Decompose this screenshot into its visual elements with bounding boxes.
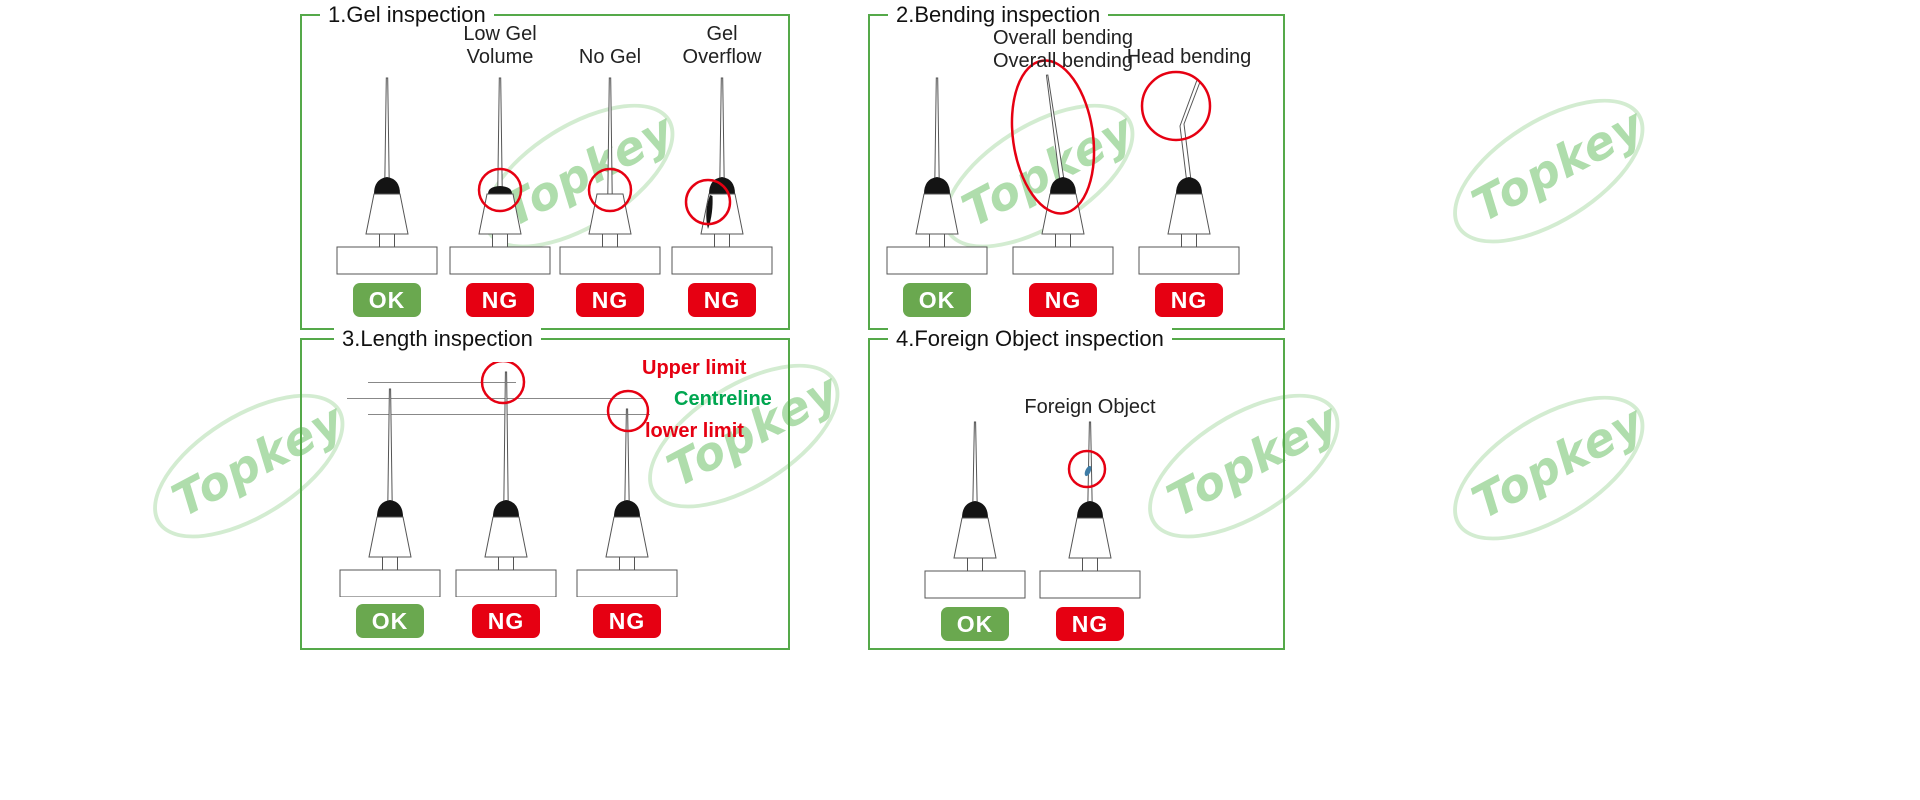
defect-circle bbox=[587, 167, 633, 213]
needle-figure-low-gel: Low Gel Volume NG bbox=[435, 23, 565, 317]
needle-figure-too-short: NG bbox=[562, 362, 692, 638]
needle-diagram bbox=[1138, 70, 1240, 275]
ok-badge: OK bbox=[356, 604, 424, 638]
ok-badge: OK bbox=[353, 283, 421, 317]
defect-circle bbox=[480, 362, 526, 405]
ok-badge: OK bbox=[903, 283, 971, 317]
needle-figure-bending-ok: OK bbox=[872, 68, 1002, 317]
needle-diagram bbox=[336, 77, 438, 275]
needle-diagram bbox=[1010, 59, 1114, 275]
needle-diagram bbox=[449, 77, 551, 275]
needle-diagram bbox=[339, 388, 441, 597]
gel-drip bbox=[706, 195, 713, 229]
needle-diagram bbox=[559, 77, 661, 275]
defect-circle bbox=[684, 178, 732, 226]
brand-watermark: Topkey bbox=[1463, 394, 1653, 529]
lower-limit-line bbox=[368, 414, 650, 415]
fig-label: Head bending bbox=[1126, 45, 1252, 68]
panel-length-title: 3.Length inspection bbox=[334, 326, 541, 352]
fig-label: No Gel bbox=[578, 45, 642, 68]
lower-limit-label: lower limit bbox=[645, 420, 744, 442]
ng-badge: NG bbox=[466, 283, 534, 317]
panel-gel-title: 1.Gel inspection bbox=[320, 2, 494, 28]
panel-bending-title: 2.Bending inspection bbox=[888, 2, 1109, 28]
needle-diagram bbox=[671, 77, 773, 275]
needle-diagram bbox=[1039, 421, 1141, 599]
panel-length-inspection: 3.Length inspection Upper limit Centreli… bbox=[300, 326, 790, 650]
needle-figure-foreign-ok: OK bbox=[910, 392, 1040, 641]
needle-diagram bbox=[576, 389, 678, 597]
watermark-text: Topkey bbox=[1463, 394, 1653, 530]
defect-circle bbox=[1140, 70, 1212, 142]
upper-limit-line bbox=[368, 382, 516, 383]
gel-cap-low bbox=[488, 186, 512, 194]
ng-badge: NG bbox=[576, 283, 644, 317]
centreline-line bbox=[347, 398, 642, 399]
fig-label: Foreign Object bbox=[1024, 395, 1156, 418]
panel-foreign-object-inspection: 4.Foreign Object inspection OK Foreign O… bbox=[868, 326, 1285, 650]
needle-figure-too-long: NG bbox=[441, 362, 571, 638]
ng-badge: NG bbox=[1155, 283, 1223, 317]
panel-gel-inspection: 1.Gel inspection OK Low Gel Volume bbox=[300, 2, 790, 330]
defect-circle bbox=[1010, 59, 1096, 215]
defect-circle bbox=[477, 167, 523, 213]
ng-badge: NG bbox=[1056, 607, 1124, 641]
watermark-text: Topkey bbox=[1463, 97, 1653, 233]
ng-badge: NG bbox=[593, 604, 661, 638]
fig-label: Gel Overflow bbox=[682, 23, 762, 68]
upper-limit-label: Upper limit bbox=[642, 357, 747, 379]
ng-badge: NG bbox=[472, 604, 540, 638]
ng-badge: NG bbox=[1029, 283, 1097, 317]
needle-figure-gel-overflow: Gel Overflow NG bbox=[657, 23, 787, 317]
foreign-object-speck bbox=[1084, 465, 1092, 477]
needle-figure-length-ok: OK bbox=[325, 362, 455, 638]
brand-watermark: Topkey bbox=[1463, 97, 1653, 232]
needle-figure-gel-ok: OK bbox=[322, 68, 452, 317]
ng-badge: NG bbox=[688, 283, 756, 317]
needle-diagram bbox=[455, 362, 557, 597]
defect-circle bbox=[606, 389, 650, 433]
needle-figure-head-bending: Head bending NG bbox=[1124, 46, 1254, 317]
needle-figure-overall-bending: Overall bending Overall bending NG bbox=[993, 27, 1133, 317]
ok-badge: OK bbox=[941, 607, 1009, 641]
centreline-label: Centreline bbox=[674, 388, 772, 410]
panel-bending-inspection: 2.Bending inspection OK Overall bending … bbox=[868, 2, 1285, 330]
fig-label: Low Gel Volume bbox=[463, 23, 537, 68]
fig-label: Overall bending Overall bending bbox=[992, 27, 1134, 72]
needle-figure-foreign-object: Foreign Object NG bbox=[1024, 392, 1156, 641]
needle-diagram bbox=[886, 77, 988, 275]
defect-circle bbox=[1067, 449, 1107, 489]
gel-cap bbox=[374, 177, 400, 194]
needle-diagram bbox=[924, 421, 1026, 599]
panel-foreign-title: 4.Foreign Object inspection bbox=[888, 326, 1172, 352]
needle-figure-no-gel: No Gel NG bbox=[545, 46, 675, 317]
